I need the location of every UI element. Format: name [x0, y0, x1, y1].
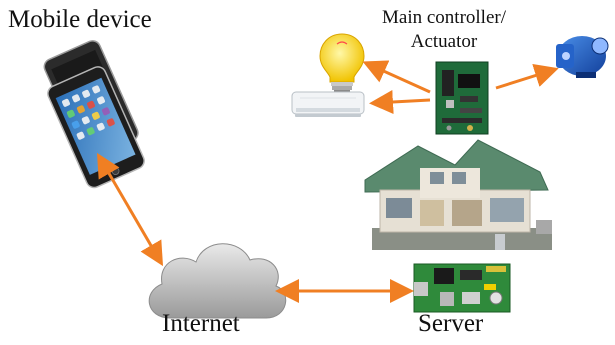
mobile-device-label: Mobile device: [8, 6, 152, 33]
internet-label: Internet: [162, 310, 240, 337]
air-conditioner-icon: [291, 91, 365, 117]
house-icon: [364, 139, 552, 250]
main-controller-label: Main controller/ Actuator: [382, 6, 506, 54]
connection-arrows: [96, 60, 559, 303]
main-controller-label-line2: Actuator: [410, 31, 478, 52]
water-pump-icon: [556, 36, 609, 78]
light-bulb-icon: [319, 33, 365, 93]
arrow-mobile-internet: [96, 152, 164, 267]
circuit-board-icon: [435, 61, 489, 135]
raspberry-pi-board-icon: [413, 263, 511, 313]
server-label: Server: [418, 310, 484, 337]
arrow-controller-to-aircon: [369, 90, 431, 115]
arrow-controller-to-pump: [495, 63, 559, 90]
cloud-icon: [148, 243, 287, 319]
main-controller-label-line1: Main controller/: [382, 7, 506, 28]
smartphone-icon: [43, 40, 145, 189]
arrow-controller-to-lamp: [362, 60, 431, 94]
